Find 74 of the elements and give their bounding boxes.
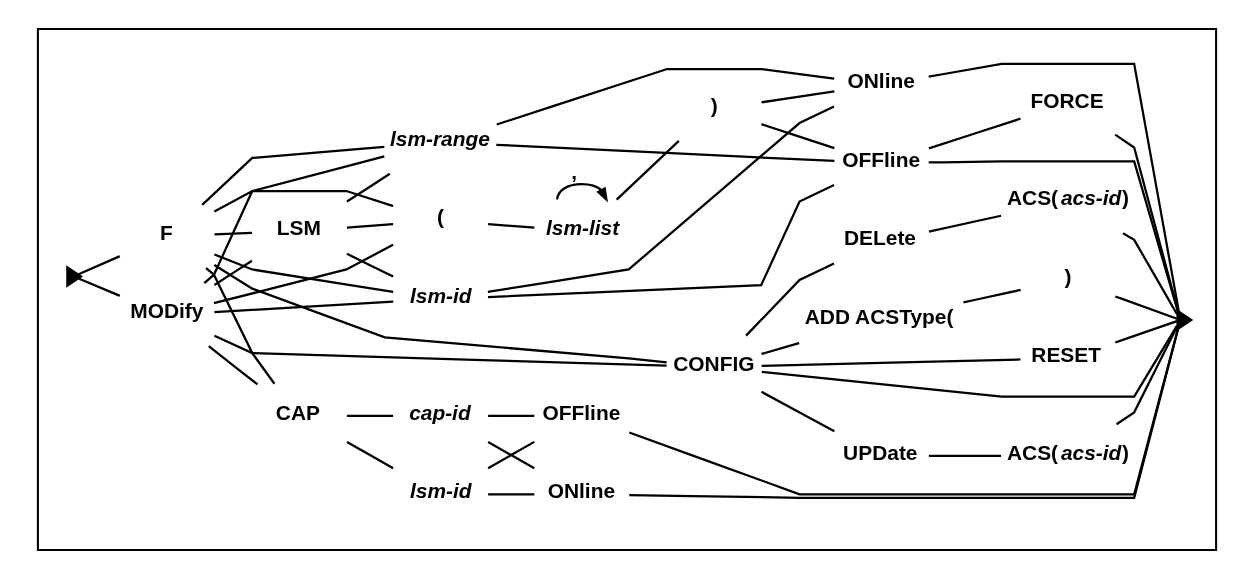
connector bbox=[346, 223, 394, 229]
node-text: lsm-list bbox=[545, 215, 620, 239]
connector bbox=[928, 117, 1021, 150]
node-text: ( bbox=[437, 205, 444, 229]
node-text: lsm-range bbox=[389, 126, 490, 150]
connector bbox=[203, 155, 385, 285]
node-text: ACS(acs-id) bbox=[1006, 440, 1129, 464]
node-text: DELete bbox=[843, 226, 917, 250]
connector bbox=[213, 243, 394, 305]
node-text: F bbox=[159, 221, 173, 244]
connector bbox=[346, 252, 394, 278]
node-text: CONFIG bbox=[673, 351, 755, 375]
node-text: LSM bbox=[276, 215, 321, 239]
node-text: ONline bbox=[547, 478, 616, 502]
edge-label: , bbox=[571, 159, 577, 183]
node-text: CAP bbox=[275, 400, 320, 424]
connector bbox=[346, 414, 394, 417]
node-text: cap-id bbox=[409, 400, 471, 424]
connector bbox=[1122, 232, 1178, 315]
connector bbox=[78, 255, 121, 276]
connector bbox=[761, 90, 835, 104]
connector bbox=[205, 267, 276, 385]
arrow bbox=[555, 182, 608, 203]
node-triangle bbox=[1176, 308, 1194, 332]
connector bbox=[78, 277, 121, 297]
connector bbox=[214, 231, 252, 236]
connector bbox=[488, 414, 535, 417]
connector bbox=[1114, 320, 1178, 344]
node-text: ADD ACSType( bbox=[804, 304, 954, 328]
connector bbox=[615, 140, 680, 201]
connector bbox=[213, 263, 667, 364]
connector bbox=[213, 334, 667, 367]
node-text: OFFline bbox=[842, 147, 921, 171]
connector bbox=[201, 145, 385, 206]
connector bbox=[928, 160, 1179, 311]
node-text: ONline bbox=[847, 69, 915, 93]
node-text: OFFline bbox=[542, 400, 621, 424]
connector bbox=[208, 345, 259, 386]
connector bbox=[488, 223, 535, 229]
connector bbox=[761, 342, 800, 356]
connector bbox=[213, 259, 253, 286]
connector bbox=[487, 183, 835, 299]
connector bbox=[488, 493, 535, 496]
connector bbox=[928, 214, 1002, 233]
connector bbox=[760, 390, 835, 433]
connector bbox=[761, 324, 1178, 398]
connector bbox=[1114, 133, 1179, 312]
node-text: ) bbox=[1064, 264, 1072, 288]
connector bbox=[963, 288, 1021, 304]
connector bbox=[761, 123, 835, 150]
node-text: lsm-id bbox=[410, 478, 472, 502]
connector bbox=[761, 358, 1021, 368]
connector bbox=[928, 62, 1180, 312]
connector bbox=[496, 67, 835, 126]
connector bbox=[496, 143, 835, 163]
connector bbox=[346, 441, 394, 470]
node-text: ACS(acs-id) bbox=[1006, 186, 1129, 210]
connector bbox=[1114, 295, 1178, 320]
cluster bbox=[36, 27, 1218, 552]
node-text: RESET bbox=[1031, 343, 1102, 366]
connector bbox=[1115, 326, 1179, 426]
connector bbox=[745, 262, 835, 337]
connector bbox=[928, 454, 1002, 458]
connector bbox=[213, 189, 394, 213]
connector bbox=[214, 300, 394, 314]
node-text: UPDate bbox=[843, 440, 918, 464]
node-text: lsm-id bbox=[410, 283, 472, 307]
connector bbox=[213, 253, 394, 293]
node-triangle bbox=[66, 265, 84, 288]
node-text: MODify bbox=[130, 299, 204, 323]
connector bbox=[346, 172, 391, 203]
connector bbox=[487, 105, 835, 293]
node-text: FORCE bbox=[1030, 88, 1104, 112]
node-text: ) bbox=[710, 93, 718, 117]
